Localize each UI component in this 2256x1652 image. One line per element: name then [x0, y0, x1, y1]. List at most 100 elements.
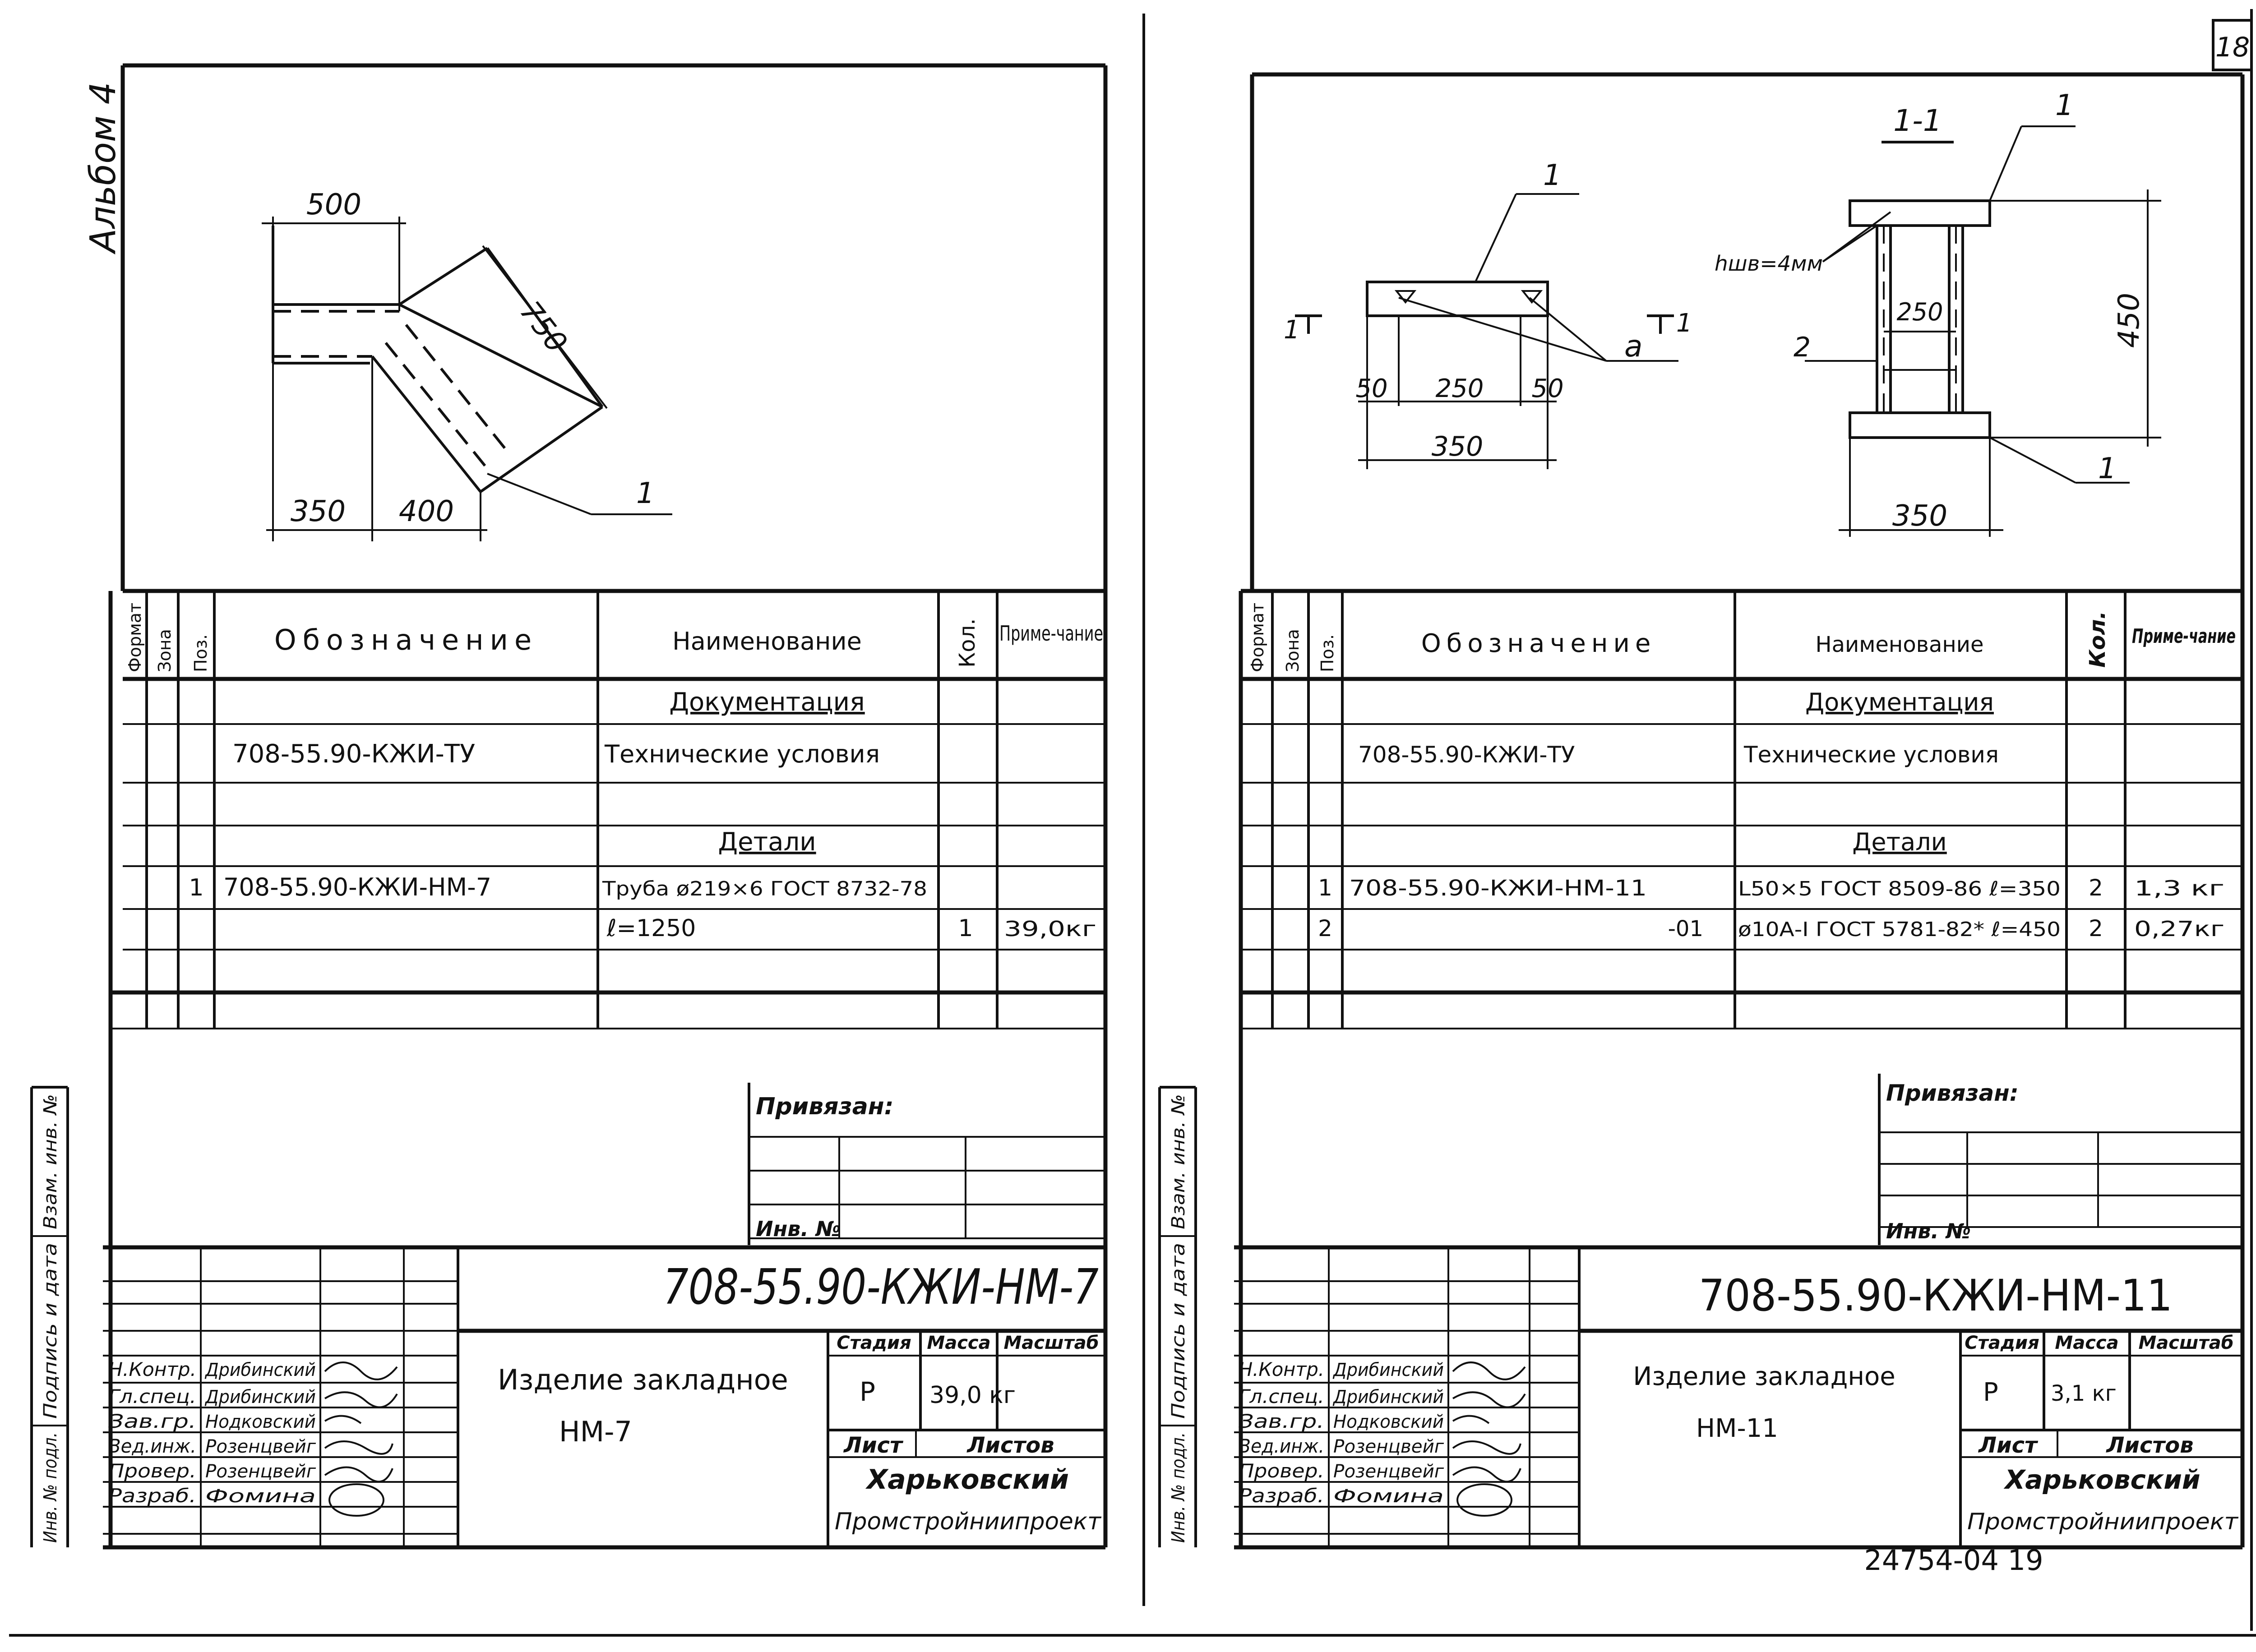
header-pos: Поз. [191, 634, 211, 672]
signatures [324, 1361, 398, 1517]
r-row1-pos: 1 [1318, 875, 1332, 901]
r-role-5: Провер. [1239, 1460, 1324, 1482]
left-spec-table [111, 589, 1105, 1029]
r-role-name-5: Розенцвейг [1333, 1461, 1444, 1482]
r-role-name-3: Нодковский [1333, 1412, 1444, 1432]
left-title-block [103, 1245, 1105, 1547]
margin-inv: Инв. № подл. [40, 1432, 61, 1543]
row1-name: Труба ø219×6 ГОСТ 8732-78 [602, 877, 927, 900]
right-plan-drawing [1295, 193, 1678, 469]
r-margin-inv: Инв. № подл. [1168, 1432, 1189, 1543]
mass-value: 39,0 кг [929, 1382, 1016, 1409]
r-header-qty: Кол. [2085, 611, 2110, 668]
right-frame [1234, 72, 2245, 1550]
role-name-5: Розенцвейг [205, 1461, 316, 1482]
stage-header: Стадия [837, 1333, 911, 1353]
left-privyazan-box [748, 1083, 1105, 1245]
r-role-2: Гл.спец. [1239, 1385, 1324, 1407]
right-sheet: 50 250 50 350 a 1 1 1 [1158, 72, 2245, 1550]
r-row2-designation: -01 [1668, 916, 1703, 941]
privyazan-label: Привязан: [756, 1093, 894, 1120]
dim-750: 750 [513, 295, 573, 359]
r-section-documentation: Документация [1805, 688, 1994, 716]
role-name-4: Розенцвейг [205, 1436, 316, 1457]
r-drawing-code: 708-55.90-КЖИ-НМ-11 [1699, 1270, 2173, 1321]
role-5: Провер. [108, 1460, 196, 1482]
section-documentation: Документация [669, 688, 864, 717]
drawing-code: 708-55.90-КЖИ-НМ-7 [663, 1259, 1099, 1315]
header-designation: Обозначение [274, 623, 538, 656]
r-role-name-6: Фомина [1333, 1486, 1444, 1507]
callout-1: 1 [636, 477, 655, 510]
r-mass-value: 3,1 кг [2051, 1381, 2117, 1406]
r-role-name-2: Дрибинский [1332, 1387, 1444, 1407]
r-row1-qty: 2 [2089, 875, 2103, 901]
row2-note: 39,0кг [1004, 917, 1096, 941]
section-weld: hшв=4мм [1715, 251, 1823, 276]
r-doc-name: Технические условия [1743, 742, 1999, 768]
section-callout-2: 2 [1794, 332, 1811, 363]
header-name: Наименование [672, 627, 862, 655]
section-title: 1-1 [1893, 103, 1942, 138]
margin-vzam: Взам. инв. № [40, 1094, 61, 1229]
header-qty: Кол. [955, 618, 980, 668]
r-margin-vzam: Взам. инв. № [1168, 1094, 1189, 1229]
title-line2: НМ-7 [559, 1415, 632, 1448]
r-role-6: Разраб. [1239, 1485, 1324, 1507]
right-section-drawing [1805, 125, 2161, 537]
role-4: Вед.инж. [108, 1435, 196, 1457]
r-row1-name: L50×5 ГОСТ 8509-86 ℓ=350 [1738, 877, 2061, 900]
right-margin-strip [1158, 1086, 1197, 1547]
r-stage-header: Стадия [1965, 1333, 2039, 1353]
r-row2-name: ø10А-I ГОСТ 5781-82* ℓ=450 [1738, 918, 2061, 941]
r-role-name-1: Дрибинский [1332, 1360, 1444, 1380]
section-dim-350: 350 [1892, 499, 1947, 533]
r-stage-value: Р [1983, 1378, 1998, 1407]
r-title-line1: Изделие закладное [1633, 1362, 1895, 1391]
album-label: Альбом 4 [83, 82, 124, 255]
r-org-line2: Промстройниипроект [1967, 1509, 2239, 1535]
sheets-header: Листов [966, 1433, 1054, 1458]
right-privyazan-box [1878, 1074, 2242, 1245]
dim-500: 500 [306, 188, 361, 221]
r-header-pos: Поз. [1318, 634, 1337, 672]
r-role-4: Вед.инж. [1239, 1435, 1324, 1457]
right-title-block [1234, 1245, 2242, 1547]
r-title-line2: НМ-11 [1696, 1414, 1778, 1443]
section-callout-1-top: 1 [2055, 89, 2074, 122]
r-signatures [1452, 1361, 1526, 1517]
inv-no-label: Инв. № [756, 1217, 841, 1241]
plan-dim-50a: 50 [1355, 374, 1387, 403]
left-sheet: 500 750 350 400 1 Формат Зона Поз. Обозн [30, 63, 1108, 1550]
r-section-parts: Детали [1852, 828, 1947, 856]
dim-350: 350 [291, 495, 346, 528]
r-row2-qty: 2 [2089, 915, 2103, 941]
mass-header: Масса [927, 1333, 990, 1353]
scale-header: Масштаб [1003, 1333, 1099, 1353]
r-privyazan-label: Привязан: [1886, 1080, 2019, 1106]
section-callout-1-bottom: 1 [2098, 452, 2117, 485]
r-header-zone: Зона [1283, 629, 1303, 672]
r-header-note: Приме-чание [2132, 625, 2236, 648]
r-mass-header: Масса [2055, 1333, 2118, 1353]
left-frame [103, 63, 1108, 1550]
doc-name: Технические условия [604, 740, 880, 768]
page-number: 18 [2215, 32, 2250, 63]
row2-name: ℓ=1250 [606, 915, 696, 942]
plan-dim-50b: 50 [1531, 374, 1563, 403]
callout-a: a [1624, 329, 1642, 364]
cut-mark-left: 1 [1284, 315, 1300, 345]
left-margin-strip [30, 1086, 69, 1547]
role-name-2: Дрибинский [204, 1387, 316, 1407]
r-role-1: Н.Контр. [1239, 1358, 1324, 1380]
sheet-header: Лист [843, 1433, 904, 1458]
cut-mark-right: 1 [1676, 309, 1692, 338]
dim-400: 400 [399, 495, 454, 528]
role-name-6: Фомина [205, 1486, 316, 1507]
r-header-format: Формат [1248, 603, 1267, 672]
left-elbow-drawing [262, 217, 672, 541]
doc-designation: 708-55.90-КЖИ-ТУ [232, 739, 475, 769]
r-sheets-header: Листов [2105, 1433, 2193, 1458]
header-zone: Зона [155, 629, 175, 672]
